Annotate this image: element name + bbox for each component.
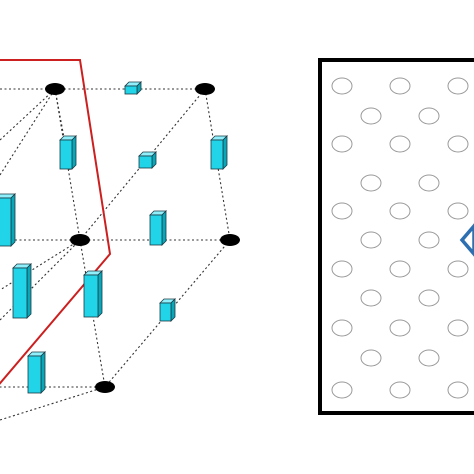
prism-front-face — [124, 85, 138, 95]
prism-front-face — [138, 155, 153, 169]
prism-side-face — [222, 135, 228, 170]
lattice-node — [70, 234, 90, 246]
cyan-prism — [83, 270, 103, 318]
lattice-diagram — [0, 59, 240, 421]
cyan-prism — [138, 151, 157, 169]
lattice-line — [0, 88, 56, 176]
circle-grid — [331, 77, 469, 399]
grid-circle — [389, 135, 411, 153]
prism-front-face — [27, 355, 42, 394]
prism-side-face — [161, 210, 167, 246]
grid-circle — [447, 319, 469, 337]
prism-front-face — [149, 214, 163, 246]
cyan-prism — [149, 210, 167, 246]
grid-circle — [447, 202, 469, 220]
cyan-prism — [59, 135, 77, 170]
grid-circle — [331, 319, 353, 337]
grid-circle — [389, 319, 411, 337]
cyan-prism — [124, 81, 142, 95]
grid-circle — [447, 135, 469, 153]
lattice-node — [220, 234, 240, 246]
prism-front-face — [0, 197, 12, 247]
circle-grid-panel — [318, 58, 474, 415]
grid-circle — [418, 349, 440, 367]
cyan-prism — [0, 193, 16, 247]
grid-circle — [418, 289, 440, 307]
cyan-prism — [210, 135, 228, 170]
prism-side-face — [26, 263, 32, 319]
diamond-marker — [459, 223, 474, 257]
grid-circle — [331, 202, 353, 220]
prism-front-face — [59, 139, 73, 170]
prism-side-face — [10, 193, 16, 247]
prism-side-face — [40, 351, 46, 394]
panel-frame — [318, 58, 474, 415]
grid-circle — [331, 135, 353, 153]
grid-circle — [447, 260, 469, 278]
grid-circle — [360, 174, 382, 192]
grid-circle — [447, 77, 469, 95]
cyan-prism — [159, 298, 176, 322]
lattice-line — [0, 239, 81, 291]
red-boundary-line — [0, 59, 112, 385]
grid-circle — [389, 381, 411, 399]
grid-circle — [360, 107, 382, 125]
prism-group — [0, 81, 228, 394]
prism-front-face — [159, 302, 172, 322]
grid-circle — [389, 260, 411, 278]
cyan-prism — [27, 351, 46, 394]
prism-side-face — [71, 135, 77, 170]
prism-front-face — [12, 267, 28, 319]
grid-circle — [418, 174, 440, 192]
lattice-node — [45, 83, 65, 95]
grid-circle — [418, 231, 440, 249]
grid-circle — [360, 231, 382, 249]
prism-front-face — [210, 139, 224, 170]
prism-side-face — [170, 298, 176, 322]
grid-circle — [447, 381, 469, 399]
grid-circle — [389, 77, 411, 95]
grid-circle — [418, 107, 440, 125]
grid-circle — [331, 381, 353, 399]
lattice-node-group — [45, 83, 240, 393]
prism-front-face — [83, 274, 99, 318]
grid-circle — [331, 77, 353, 95]
grid-circle — [331, 260, 353, 278]
grid-circle — [360, 289, 382, 307]
grid-circle — [389, 202, 411, 220]
grid-circle — [360, 349, 382, 367]
cyan-prism — [12, 263, 32, 319]
lattice-line — [79, 88, 206, 241]
prism-side-face — [97, 270, 103, 318]
lattice-line — [0, 239, 81, 321]
lattice-node — [195, 83, 215, 95]
lattice-line — [0, 386, 106, 421]
lattice-line — [0, 88, 56, 141]
lattice-node — [95, 381, 115, 393]
